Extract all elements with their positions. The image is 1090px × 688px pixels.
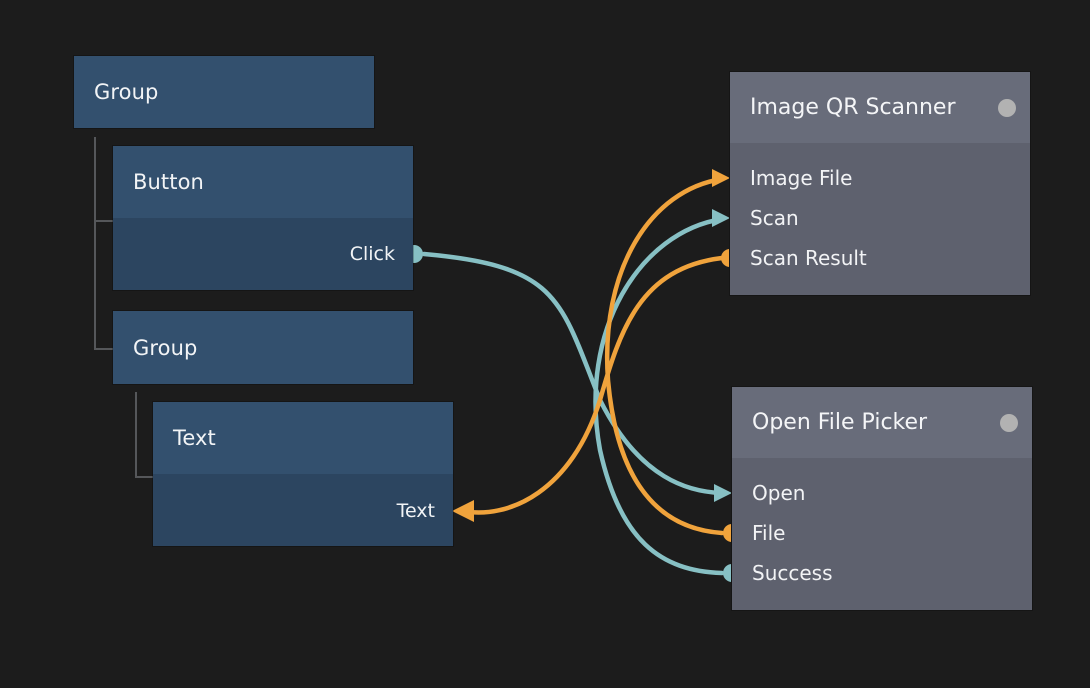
port-label-scan[interactable]: Scan xyxy=(750,206,799,230)
tree-node-group-child[interactable]: Group xyxy=(113,311,413,384)
port-text-value[interactable] xyxy=(452,500,474,522)
status-dot-icon[interactable] xyxy=(1000,413,1018,432)
tree-link-horizontal xyxy=(135,476,153,478)
tree-link-vertical xyxy=(94,137,96,348)
tree-link-horizontal xyxy=(94,220,113,222)
tree-node-title: Button xyxy=(113,146,413,218)
port-scan[interactable] xyxy=(712,209,730,227)
connection-edge-scan-result-to-text[interactable] xyxy=(459,255,725,515)
tree-node-title: Text xyxy=(153,402,453,474)
tree-node-body: Click xyxy=(113,218,413,290)
port-label-text-value[interactable]: Text xyxy=(396,500,435,522)
tree-node-body: Text xyxy=(153,474,453,546)
port-label-open[interactable]: Open xyxy=(752,481,806,505)
tree-node-group-root[interactable]: Group xyxy=(74,56,374,128)
tree-node-title: Group xyxy=(74,56,374,128)
connection-curves xyxy=(421,176,725,576)
port-label-button-click[interactable]: Click xyxy=(349,243,395,265)
port-image-file[interactable] xyxy=(712,169,730,187)
port-label-file[interactable]: File xyxy=(752,521,786,545)
tree-link-vertical xyxy=(135,392,137,476)
port-label-scan-result[interactable]: Scan Result xyxy=(750,246,867,270)
connection-edge-file-to-image-file[interactable] xyxy=(604,176,725,536)
status-dot-icon[interactable] xyxy=(998,98,1016,117)
tree-node-title: Group xyxy=(113,311,413,384)
function-node-title: Open File Picker xyxy=(732,387,1032,458)
port-open[interactable] xyxy=(714,484,732,502)
connection-edge-click-to-open[interactable] xyxy=(421,251,725,496)
port-label-success[interactable]: Success xyxy=(752,561,833,585)
connection-edge-success-to-scan[interactable] xyxy=(593,216,725,576)
port-label-image-file[interactable]: Image File xyxy=(750,166,853,190)
tree-link-horizontal xyxy=(94,348,113,350)
function-node-title: Image QR Scanner xyxy=(730,72,1030,143)
port-markers xyxy=(405,169,741,582)
